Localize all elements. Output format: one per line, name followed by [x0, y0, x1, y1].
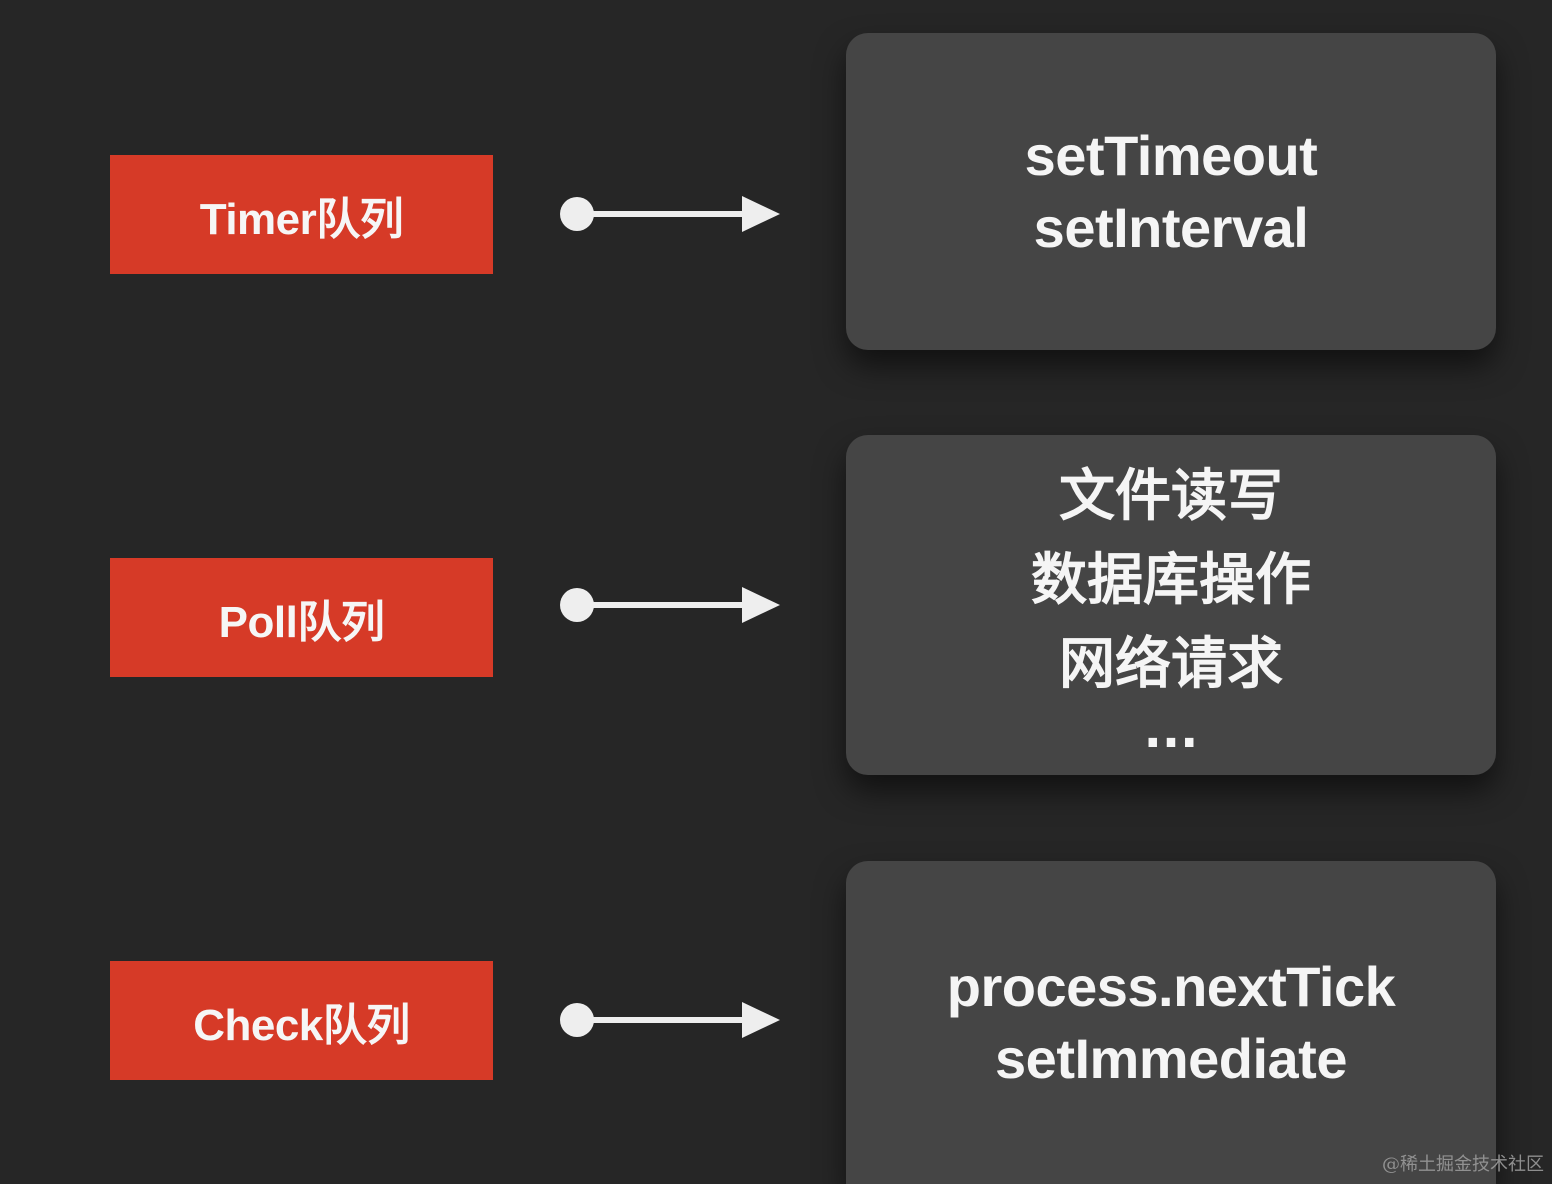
arrow-check	[560, 1002, 780, 1038]
task-item: setImmediate	[995, 1026, 1347, 1090]
arrow-timer	[560, 196, 780, 232]
task-item: 数据库操作	[1031, 548, 1311, 613]
task-item: 网络请求	[1059, 632, 1283, 697]
arrow-poll	[560, 587, 780, 623]
task-box-check: process.nextTick setImmediate	[846, 861, 1496, 1184]
arrow-head	[742, 196, 780, 232]
arrow-tail-dot	[560, 1003, 594, 1037]
watermark: @稀土掘金技术社区	[1382, 1154, 1544, 1175]
arrow-head	[742, 1002, 780, 1038]
arrow-head	[742, 587, 780, 623]
task-item: setInterval	[1033, 195, 1309, 259]
queue-label-timer: Timer队列	[110, 155, 493, 274]
queue-label-check: Check队列	[110, 961, 493, 1080]
queue-label-text: Poll队列	[218, 597, 385, 647]
task-box-timer: setTimeout setInterval	[846, 33, 1496, 350]
task-item-ellipsis: ...	[1143, 703, 1199, 759]
queue-label-text: Timer队列	[199, 194, 404, 244]
arrow-tail-dot	[560, 197, 594, 231]
task-item: setTimeout	[1024, 123, 1318, 187]
task-item: process.nextTick	[946, 954, 1396, 1018]
task-item: 文件读写	[1059, 464, 1283, 529]
queue-label-poll: Poll队列	[110, 558, 493, 677]
arrow-tail-dot	[560, 588, 594, 622]
task-box-poll: 文件读写 数据库操作 网络请求 ...	[846, 435, 1496, 775]
queue-label-text: Check队列	[193, 1000, 410, 1050]
